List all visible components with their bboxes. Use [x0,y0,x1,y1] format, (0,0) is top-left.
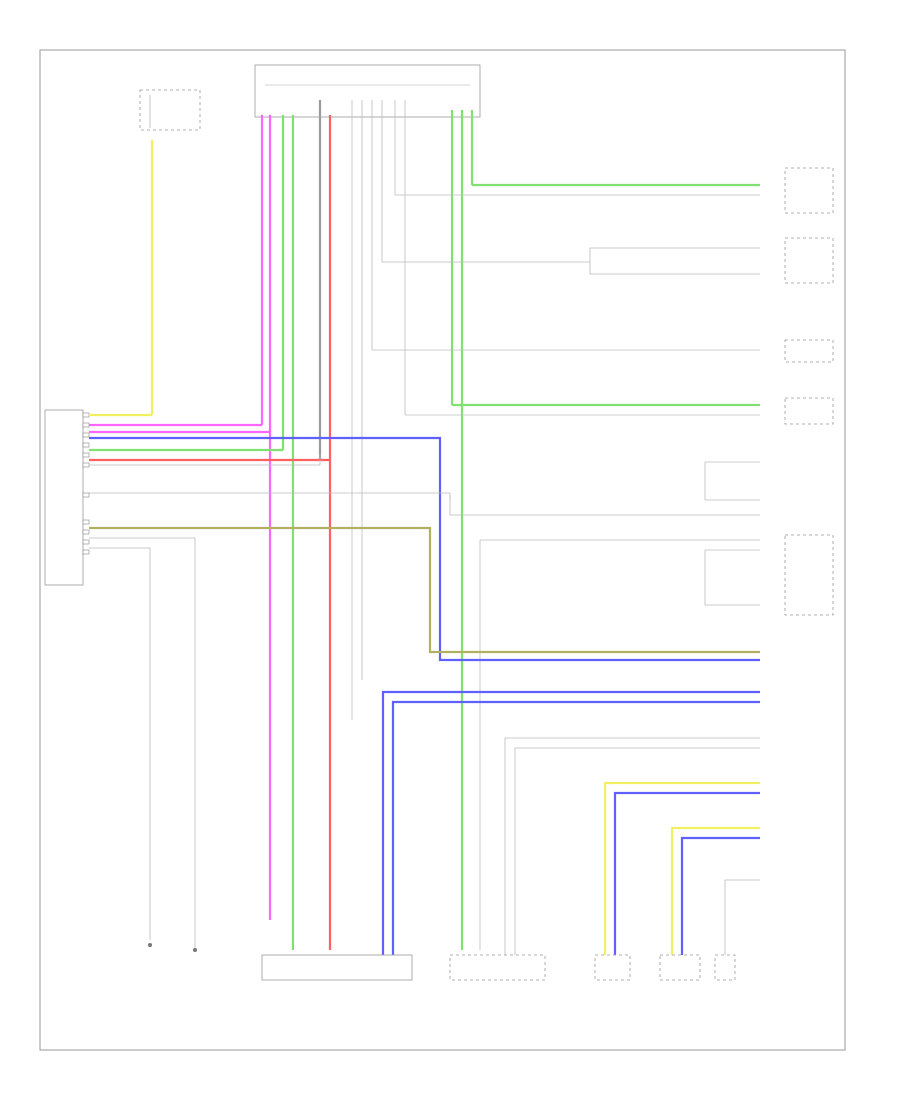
bottom-ground-box [714,954,736,981]
bottom-junction-block [261,954,413,981]
wire-blue-lower-2 [391,700,760,955]
left-module-pins [82,412,90,555]
wire-blue-lower-1 [381,690,760,955]
ground-dot-1 [148,943,152,947]
left-module-wires [89,413,760,950]
wire-blue-lower-3 [613,791,760,955]
bottom-sensor-a [594,954,631,981]
bottom-ecm [449,954,546,981]
lower-right-wires [381,690,760,955]
bottom-sensor-b [659,954,701,981]
wire-yellow-lower-1 [603,781,760,955]
right-wires [372,183,760,950]
wire-blue-lm-1 [89,436,760,662]
right-components [784,167,834,616]
top-connector [254,64,481,118]
diagram-frame [39,49,846,1051]
wire-olive-lm [89,526,760,654]
wire-yellow-lower-2 [670,826,760,955]
bottom-components [148,943,736,981]
ground-dot-2 [193,948,197,952]
wire-blue-lower-4 [680,836,760,955]
top-fuse [139,89,201,131]
top-vertical-wires [150,100,474,950]
left-module [44,409,90,586]
